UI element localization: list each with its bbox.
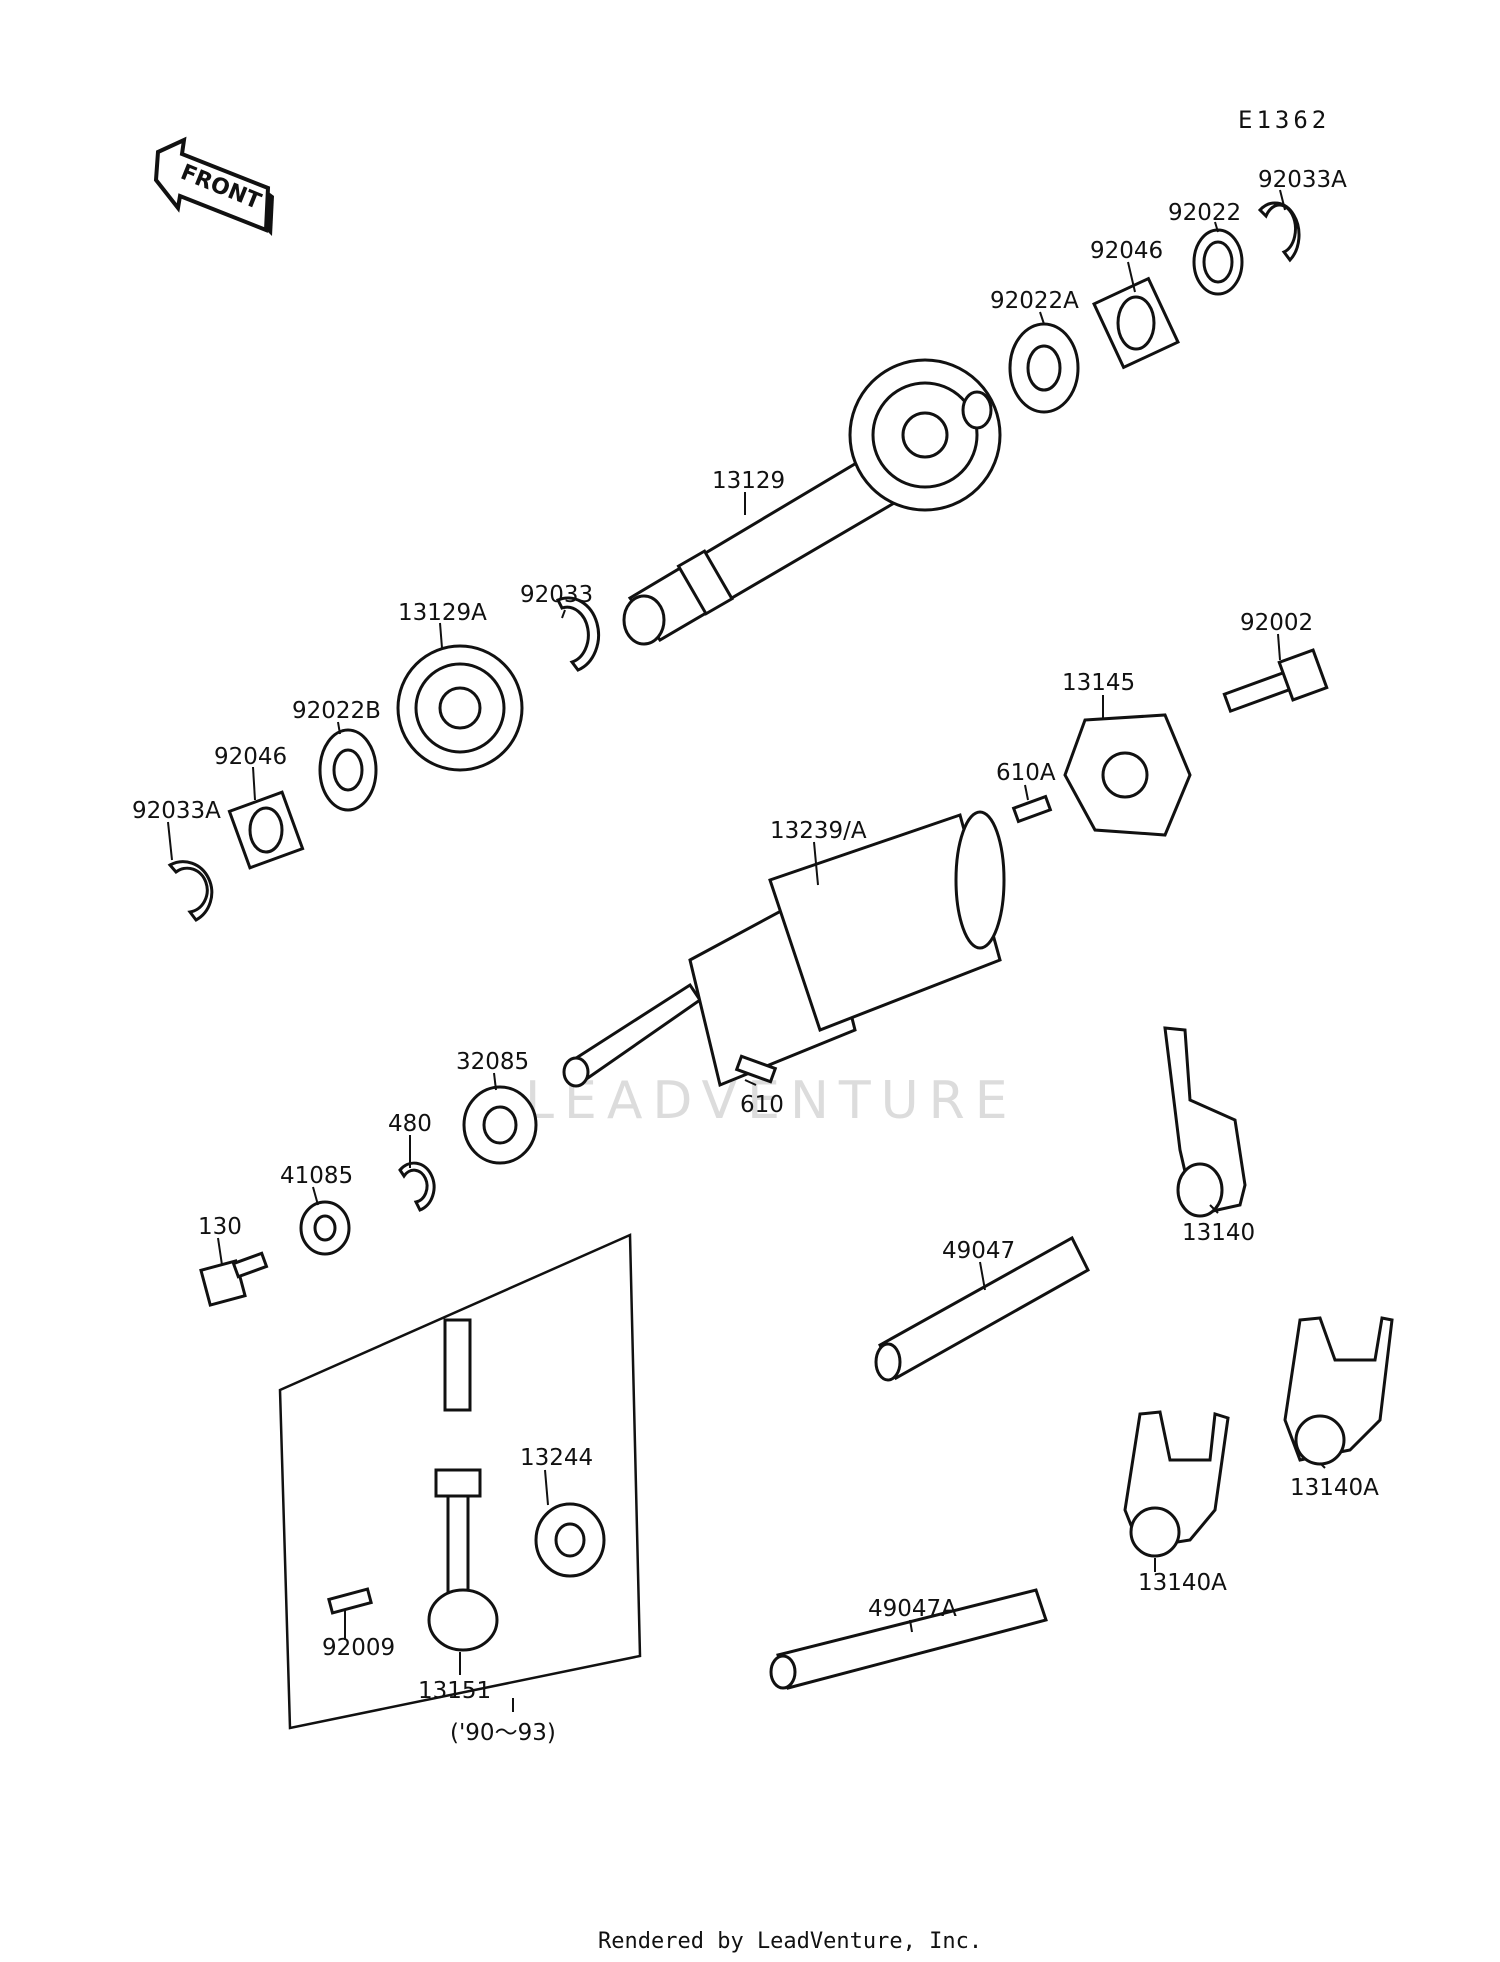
label-13140A-right: 13140A <box>1290 1475 1379 1501</box>
label-41085: 41085 <box>280 1163 353 1189</box>
label-49047A: 49047A <box>868 1596 957 1622</box>
bolt-92002 <box>1222 648 1329 714</box>
drum-13239A <box>562 810 1006 1088</box>
label-13239A: 13239/A <box>770 818 867 844</box>
inset-box <box>278 1233 642 1730</box>
label-92033A-left: 92033A <box>132 798 221 824</box>
label-13145: 13145 <box>1062 670 1135 696</box>
bearing-92046-left <box>227 790 305 870</box>
rod-49047 <box>874 1235 1090 1382</box>
label-92046-left: 92046 <box>214 744 287 770</box>
inset-year-note: ('90～93) <box>450 1720 556 1746</box>
label-92002: 92002 <box>1240 610 1313 636</box>
label-13151: 13151 <box>418 1678 491 1704</box>
label-480: 480 <box>388 1111 432 1137</box>
fork-13140A-right <box>1283 1316 1394 1466</box>
bearing-92046-top <box>1092 276 1180 370</box>
fork-13140 <box>1163 1026 1247 1218</box>
front-arrow-icon: FRONT <box>153 136 274 236</box>
label-13129A: 13129A <box>398 600 487 626</box>
rod-49047A <box>769 1588 1048 1690</box>
label-610A: 610A <box>996 760 1056 786</box>
label-32085: 32085 <box>456 1049 529 1075</box>
footer-credit: Rendered by LeadVenture, Inc. <box>598 1929 982 1954</box>
drawing-code: E1362 <box>1238 106 1330 134</box>
label-92033: 92033 <box>520 582 593 608</box>
circlip-92033 <box>555 596 601 672</box>
part-labels: 92033A 92022 92046 92022A 13129 92033 13… <box>132 167 1379 1746</box>
circlip-92033A-left <box>167 860 214 922</box>
pin-610A <box>1011 794 1053 824</box>
part-32085 <box>462 1085 538 1165</box>
label-92022B: 92022B <box>292 698 381 724</box>
screw-92009 <box>327 1587 373 1615</box>
label-92033A-top: 92033A <box>1258 167 1347 193</box>
plate-13145 <box>1063 713 1192 837</box>
label-92009: 92009 <box>322 1635 395 1661</box>
label-92022-top: 92022 <box>1168 200 1241 226</box>
label-610: 610 <box>740 1092 784 1118</box>
label-13244: 13244 <box>520 1445 593 1471</box>
label-13140A-left: 13140A <box>1138 1570 1227 1596</box>
label-130: 130 <box>198 1214 242 1240</box>
shaft-13129 <box>622 358 1002 646</box>
label-92046-top: 92046 <box>1090 238 1163 264</box>
label-92022A: 92022A <box>990 288 1079 314</box>
label-49047: 49047 <box>942 1238 1015 1264</box>
label-13140: 13140 <box>1182 1220 1255 1246</box>
circlip-92033A-top <box>1257 201 1301 263</box>
sensor-13151 <box>427 1318 499 1652</box>
fork-13140A-left <box>1123 1410 1230 1558</box>
part-41085 <box>299 1200 351 1256</box>
leader-lines <box>167 189 1326 1712</box>
gear-13129A <box>396 644 524 772</box>
label-13129: 13129 <box>712 468 785 494</box>
circlip-480 <box>398 1161 436 1212</box>
pin-610 <box>734 1054 778 1084</box>
part-13244 <box>534 1502 606 1578</box>
bolt-130 <box>199 1251 269 1307</box>
